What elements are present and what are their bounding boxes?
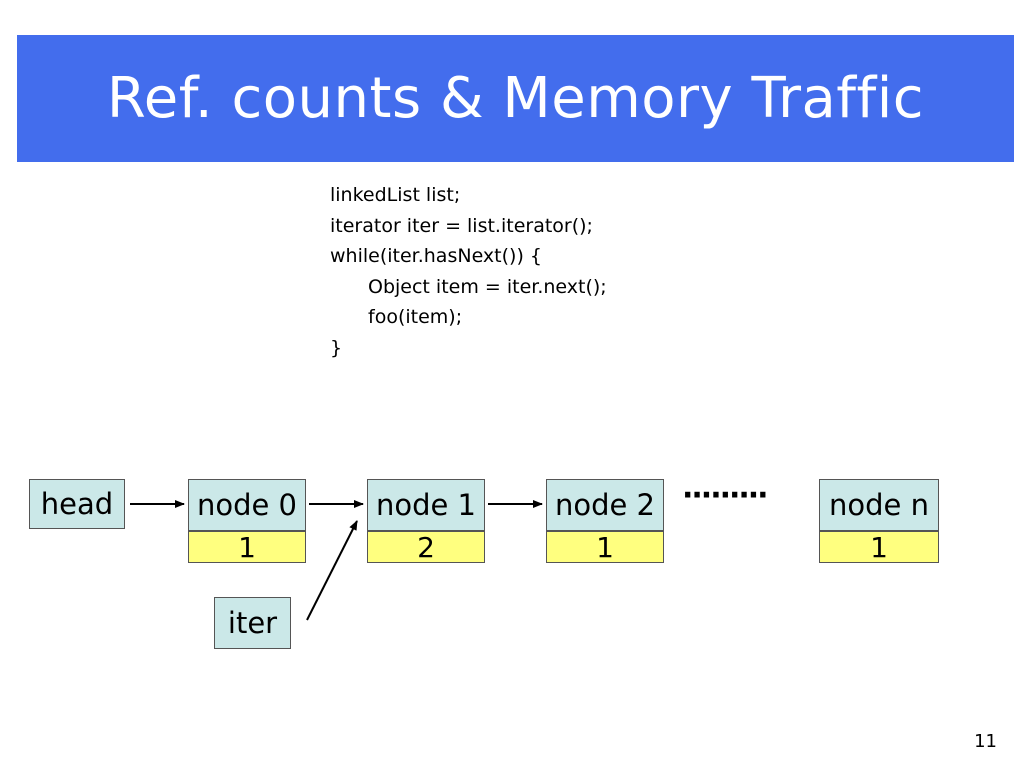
head-box: head xyxy=(29,479,125,529)
node-0-label: node 0 xyxy=(196,488,298,522)
node-2-label: node 2 xyxy=(554,488,656,522)
title-bar: Ref. counts & Memory Traffic xyxy=(17,35,1014,162)
slide-title: Ref. counts & Memory Traffic xyxy=(106,66,925,131)
code-line: iterator iter = list.iterator(); xyxy=(330,214,593,237)
node-n-count: 1 xyxy=(870,530,888,564)
arrow-iter-to-node-1 xyxy=(306,520,358,621)
node-2-count: 1 xyxy=(596,530,614,564)
node-1-label: node 1 xyxy=(375,488,477,522)
node-1-refcount: 2 xyxy=(367,530,485,564)
head-label: head xyxy=(40,487,114,521)
node-n-refcount: 1 xyxy=(819,530,939,564)
code-line: foo(item); xyxy=(368,306,463,329)
ellipsis: ········· xyxy=(682,478,769,513)
node-2-refcount: 1 xyxy=(546,530,664,564)
node-0-box: node 0 xyxy=(188,479,306,531)
node-1-count: 2 xyxy=(417,530,435,564)
code-line: while(iter.hasNext()) { xyxy=(330,245,542,268)
code-line: } xyxy=(330,336,343,359)
page-number: 11 xyxy=(974,731,997,752)
node-n-label: node n xyxy=(829,488,929,522)
node-n-box: node n xyxy=(819,479,939,531)
node-0-count: 1 xyxy=(238,530,256,564)
code-line: linkedList list; xyxy=(330,184,461,206)
node-0-refcount: 1 xyxy=(188,530,306,564)
code-block: linkedList list; iterator iter = list.ite… xyxy=(330,180,607,364)
code-line: Object item = iter.next(); xyxy=(368,275,607,298)
node-2-box: node 2 xyxy=(546,479,664,531)
iter-label: iter xyxy=(227,606,278,640)
node-1-box: node 1 xyxy=(367,479,485,531)
iter-box: iter xyxy=(214,597,291,649)
